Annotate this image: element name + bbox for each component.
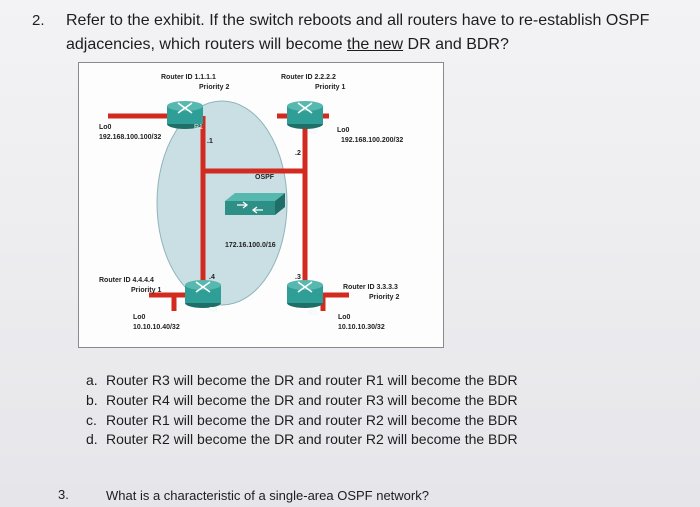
question-2-text-line2: adjacencies, which routers will become t… [66, 35, 509, 55]
r2-host-address: .2 [295, 150, 301, 157]
option-b[interactable]: b. Router R4 will become the DR and route… [86, 392, 518, 408]
option-b-letter: b. [86, 392, 98, 408]
router-r2-icon [287, 101, 323, 129]
router-r4-icon [185, 280, 221, 308]
question-3-text: What is a characteristic of a single-are… [106, 488, 429, 503]
r2-router-id: Router ID 2.2.2.2 [281, 74, 336, 81]
r2-loopback-address: 192.168.100.200/32 [341, 137, 403, 144]
question-2-underlined-text: the new [347, 36, 404, 53]
question-2-text-line1: Refer to the exhibit. If the switch rebo… [66, 12, 650, 29]
r1-loopback-address: 192.168.100.100/32 [99, 134, 161, 141]
question-2-text-part: adjacencies, which routers will become [66, 36, 348, 53]
r4-loopback-name: Lo0 [133, 314, 146, 321]
ospf-area [156, 100, 288, 306]
option-d-text: Router R2 will become the DR and router … [106, 431, 518, 447]
r4-label: R4 [209, 307, 218, 314]
question-2-number: 2. [32, 12, 45, 29]
r3-label: R3 [308, 310, 317, 317]
r1-router-id: Router ID 1.1.1.1 [161, 74, 216, 81]
lan-network-label: 172.16.100.0/16 [225, 242, 276, 249]
ospf-topology-exhibit: Router ID 1.1.1.1 Priority 2 Router ID 2… [78, 62, 444, 348]
r2-priority: Priority 1 [315, 84, 345, 91]
r2-loopback-name: Lo0 [337, 127, 350, 134]
r3-host-address: .3 [295, 274, 301, 281]
router-r1-icon [167, 101, 203, 129]
r3-loopback-name: Lo0 [338, 314, 351, 321]
option-d-letter: d. [86, 431, 98, 447]
option-c[interactable]: c. Router R1 will become the DR and route… [86, 412, 518, 428]
r3-router-id: Router ID 3.3.3.3 [343, 284, 398, 291]
option-a-letter: a. [86, 372, 98, 388]
r1-host-address: .1 [207, 138, 213, 145]
r4-priority: Priority 1 [131, 287, 161, 294]
r3-loopback-address: 10.10.10.30/32 [338, 324, 385, 331]
topology-diagram: Router ID 1.1.1.1 Priority 2 Router ID 2… [99, 74, 403, 331]
option-a[interactable]: a. Router R3 will become the DR and route… [86, 372, 518, 388]
r4-loopback-address: 10.10.10.40/32 [133, 324, 180, 331]
router-r3-icon [287, 280, 323, 308]
ospf-area-label: OSPF [255, 174, 275, 181]
r1-priority: Priority 2 [199, 84, 229, 91]
question-3-number: 3. [58, 487, 69, 502]
r1-loopback-name: Lo0 [99, 124, 112, 131]
option-a-text: Router R3 will become the DR and router … [106, 372, 518, 388]
r1-label: R1 [194, 124, 203, 131]
r4-host-address: .4 [209, 274, 215, 281]
option-c-letter: c. [86, 412, 97, 428]
option-c-text: Router R1 will become the DR and router … [106, 412, 518, 428]
question-2-text-end: DR and BDR? [403, 36, 509, 53]
r3-priority: Priority 2 [369, 294, 399, 301]
r4-router-id: Router ID 4.4.4.4 [99, 277, 154, 284]
switch-icon [225, 193, 285, 215]
option-d[interactable]: d. Router R2 will become the DR and route… [86, 431, 518, 447]
option-b-text: Router R4 will become the DR and router … [106, 392, 518, 408]
r2-label: R2 [308, 129, 317, 136]
